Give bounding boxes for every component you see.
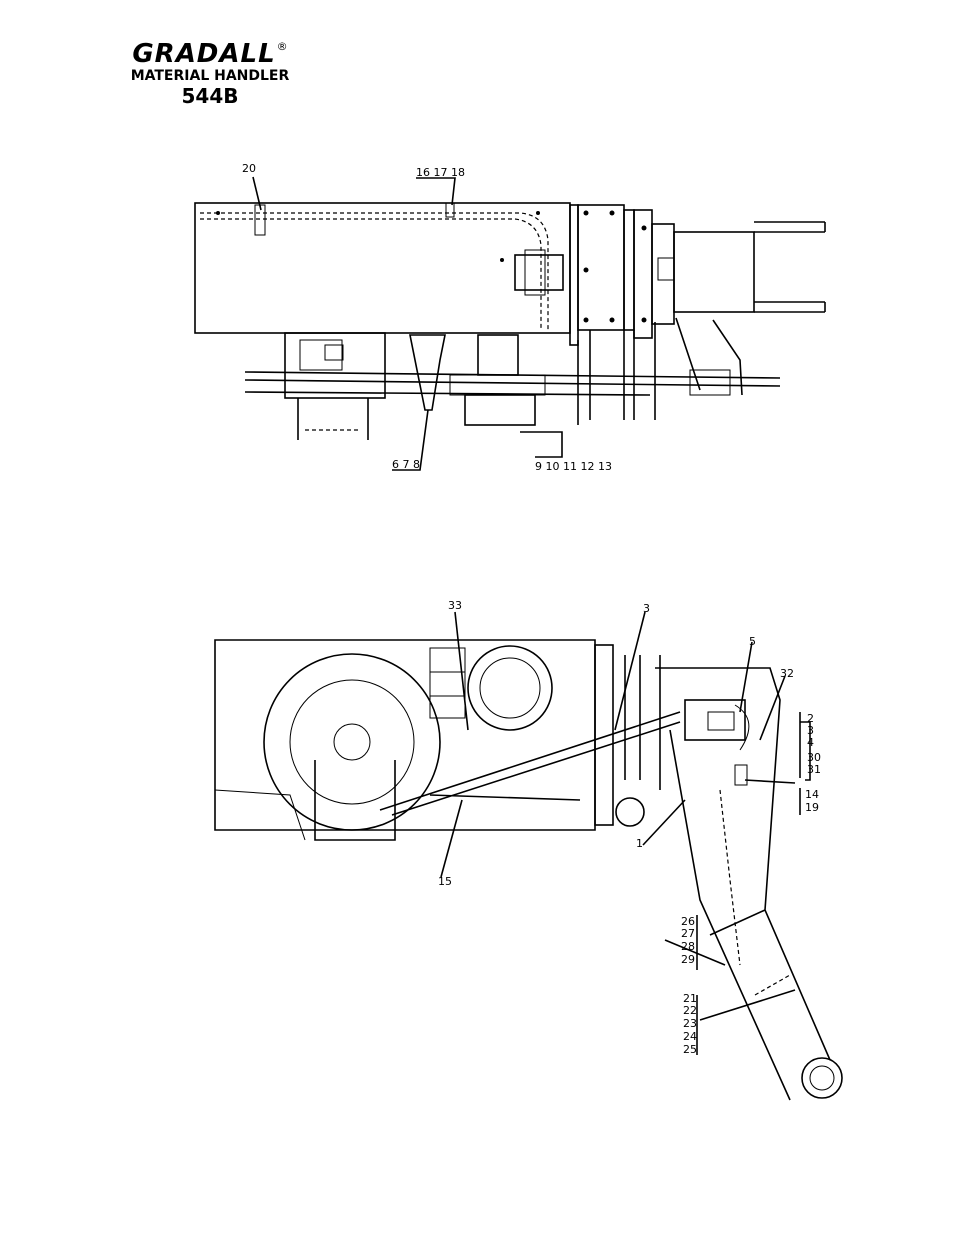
callout-15: 15 xyxy=(438,875,452,888)
gradall-logo: GRADALL® xyxy=(110,40,310,68)
callout-group-2-31: 2 3 4 30 31 xyxy=(807,712,821,776)
callout-1: 1 xyxy=(636,837,643,850)
callout-20: 20 xyxy=(242,162,256,175)
callout-2: 2 xyxy=(807,712,814,725)
model-number: 544B xyxy=(181,84,239,108)
callout-26: 26 xyxy=(681,915,695,928)
brand-header: GRADALL® MATERIAL HANDLER 544B xyxy=(110,40,310,107)
callout-group-26-29: 26 27 28 29 xyxy=(681,915,695,966)
callout-27: 27 xyxy=(681,927,695,940)
callout-16-17-18: 16 17 18 xyxy=(416,166,465,179)
callout-32: 32 xyxy=(780,667,794,680)
callout-23: 23 xyxy=(683,1017,697,1030)
side-view-drawing xyxy=(214,611,843,1101)
callout-31: 31 xyxy=(807,763,821,776)
registered-mark: ® xyxy=(276,40,288,53)
callout-25: 25 xyxy=(683,1043,697,1056)
callout-9-to-13: 9 10 11 12 13 xyxy=(535,460,612,473)
callout-5: 5 xyxy=(749,635,756,648)
top-view-drawing xyxy=(194,176,826,471)
callout-group-14-19: 14 19 xyxy=(805,788,819,814)
callout-3: 3 xyxy=(643,602,650,615)
callout-3b: 3 xyxy=(807,724,814,737)
callout-group-21-25: 21 22 23 24 25 xyxy=(683,992,697,1056)
callout-14: 14 xyxy=(805,788,819,801)
callout-22: 22 xyxy=(683,1004,697,1017)
callout-30: 30 xyxy=(807,751,821,764)
document-subtitle: MATERIAL HANDLER xyxy=(130,68,290,84)
callout-28: 28 xyxy=(681,940,695,953)
callout-4: 4 xyxy=(807,736,814,749)
callout-6-7-8: 6 7 8 xyxy=(392,458,420,471)
logo-text: GRADALL xyxy=(132,39,276,69)
callout-21: 21 xyxy=(683,992,697,1005)
callout-33: 33 xyxy=(448,599,462,612)
callout-29: 29 xyxy=(681,953,695,966)
callout-24: 24 xyxy=(683,1030,697,1043)
callout-19: 19 xyxy=(805,801,819,814)
